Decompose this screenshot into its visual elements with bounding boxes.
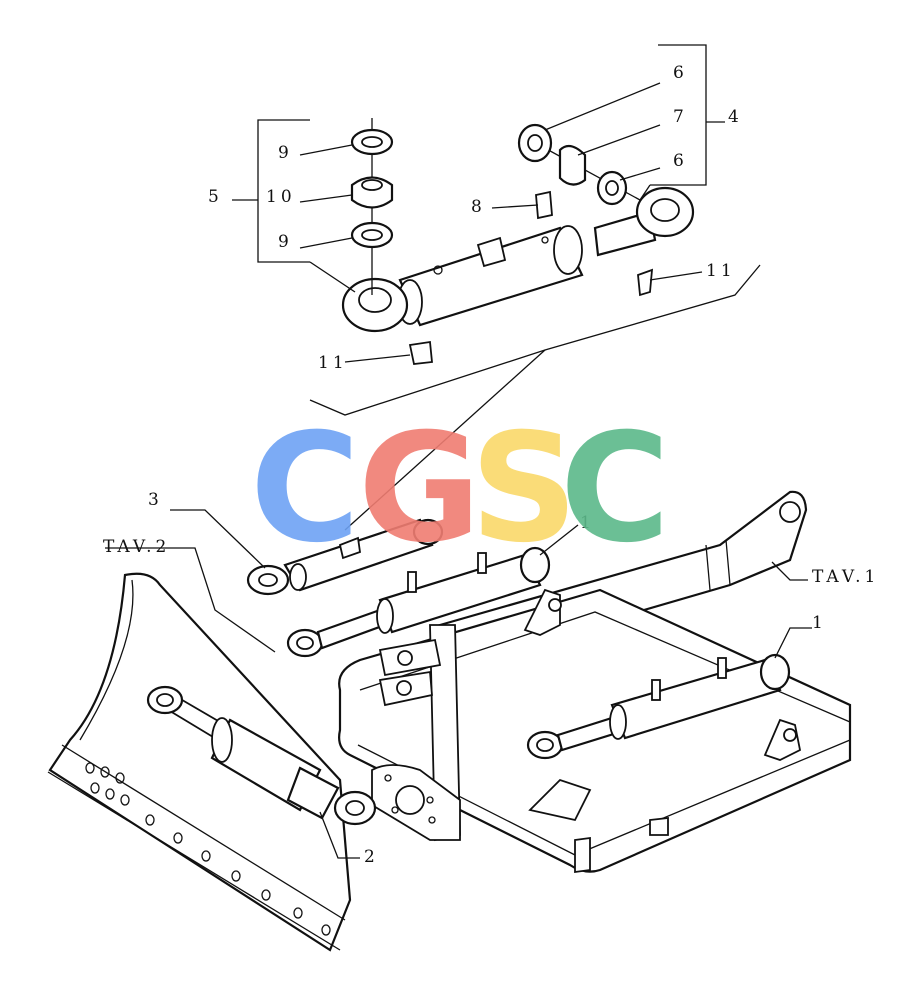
label-11-right: 11: [706, 261, 736, 281]
label-8: 8: [471, 197, 486, 217]
leader-lines: [105, 44, 812, 859]
label-2: 2: [364, 847, 379, 867]
label-tav-1: TAV.1: [812, 567, 879, 587]
watermark-letter-c1: C: [250, 402, 360, 576]
callout-labels: 6 7 6 4 9 10 9 5 8 11 11 3 TAV.2 1 TAV.1…: [103, 63, 879, 867]
label-5: 5: [208, 187, 223, 207]
cylinder-1-upper: [286, 546, 551, 658]
label-9-top: 9: [278, 143, 293, 163]
label-9-bottom: 9: [278, 232, 293, 252]
watermark-letter-g: G: [358, 402, 481, 576]
cylinder-3: [246, 518, 444, 596]
label-4: 4: [728, 107, 743, 127]
label-1-upper: 1: [580, 513, 595, 533]
label-6-bottom: 6: [673, 151, 688, 171]
label-1-lower: 1: [812, 613, 827, 633]
blade-bolt-holes: [85, 762, 331, 936]
lift-cylinder-2: [146, 685, 377, 826]
dozer-blade: [47, 572, 352, 952]
label-3: 3: [148, 490, 163, 510]
label-11-left: 11: [318, 353, 348, 373]
label-7: 7: [673, 107, 688, 127]
cylinder-1-lower: [526, 653, 791, 760]
watermark-letter-c2: C: [560, 402, 670, 576]
cgsc-watermark-logo: C G S C: [250, 402, 670, 576]
label-tav-2: TAV.2: [103, 537, 170, 557]
label-6-top: 6: [673, 63, 688, 83]
detail-view: [309, 118, 761, 531]
label-10: 10: [266, 187, 296, 207]
watermark-letter-s: S: [470, 402, 578, 576]
